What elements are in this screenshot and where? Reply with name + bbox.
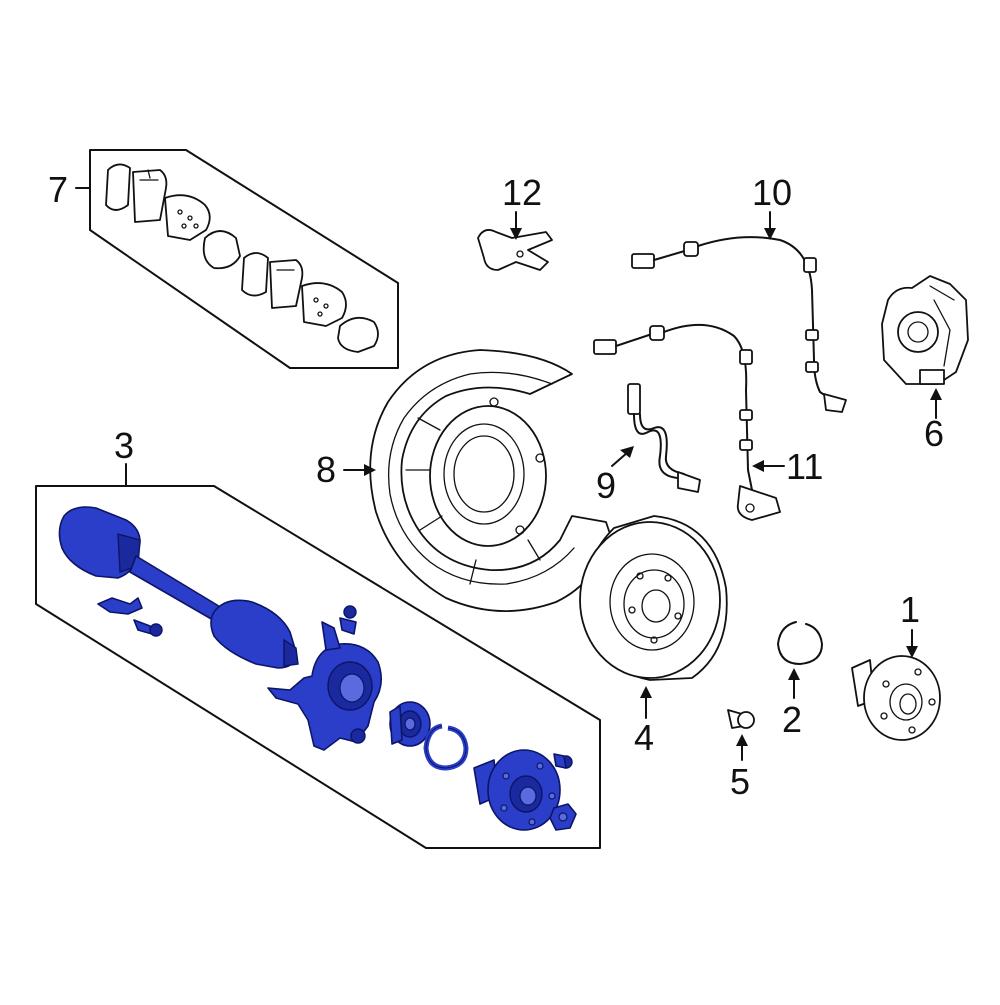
wheel-hub[interactable] [851, 629, 941, 741]
callout-4: 4 [634, 717, 654, 758]
wheel-bolt[interactable] [727, 709, 755, 761]
dust-shield[interactable] [343, 349, 611, 612]
axle-assembly[interactable] [35, 463, 601, 849]
callout-10: 10 [752, 172, 792, 213]
brake-rotor[interactable] [579, 515, 728, 719]
abs-sensor-wire-upper[interactable] [631, 211, 847, 413]
callout-5: 5 [730, 761, 750, 802]
callout-7: 7 [48, 169, 68, 210]
snap-ring[interactable] [777, 621, 823, 699]
callout-12: 12 [502, 172, 542, 213]
callout-2: 2 [782, 699, 802, 740]
callout-6: 6 [924, 413, 944, 454]
callout-1: 1 [900, 589, 920, 630]
callout-11: 11 [786, 446, 823, 487]
brake-hose[interactable] [611, 383, 701, 493]
brake-caliper[interactable] [881, 275, 969, 419]
callout-8: 8 [316, 449, 336, 490]
brake-pad-kit[interactable] [75, 149, 399, 369]
callout-9: 9 [596, 465, 616, 506]
bracket-clip[interactable] [477, 211, 553, 271]
callout-3: 3 [114, 425, 134, 466]
abs-sensor-wire-lower[interactable] [593, 323, 785, 521]
